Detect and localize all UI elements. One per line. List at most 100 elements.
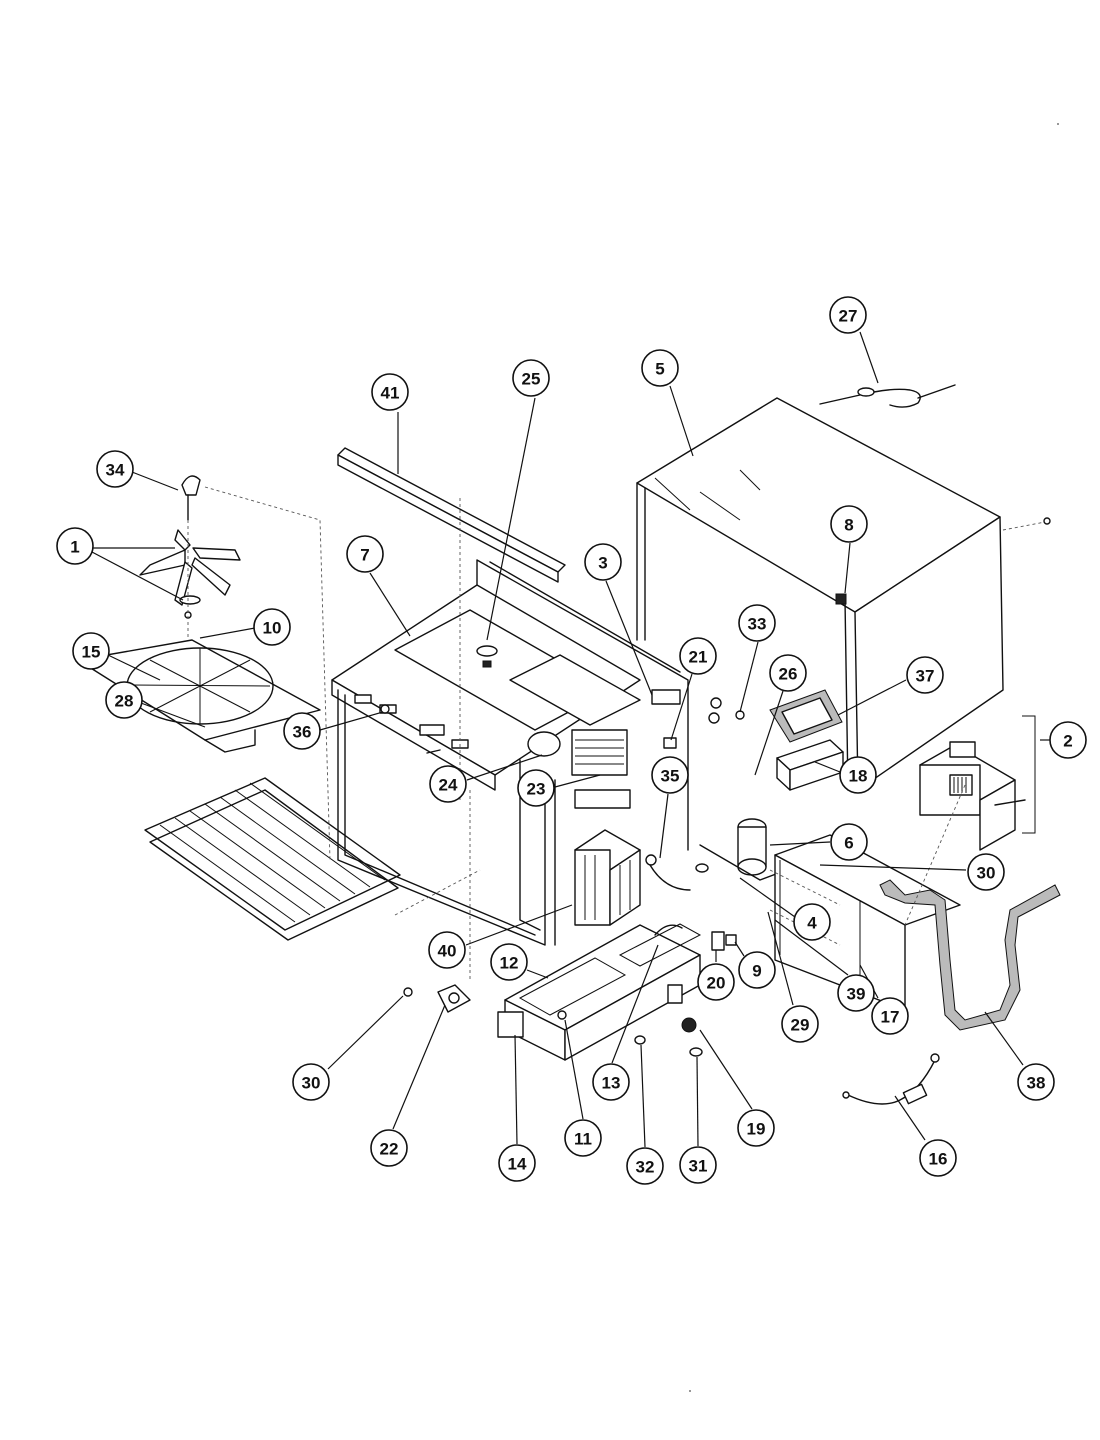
callout-circle xyxy=(292,1063,330,1101)
callout-number: 37 xyxy=(916,667,935,686)
callout-circle xyxy=(370,1129,408,1167)
callout-30: 30 xyxy=(967,853,1005,891)
callout-circle xyxy=(738,604,776,642)
callout-number: 38 xyxy=(1027,1074,1046,1093)
callout-circle xyxy=(429,765,467,803)
callout-22: 22 xyxy=(370,1129,408,1167)
callout-number: 40 xyxy=(438,942,457,961)
callout-33: 33 xyxy=(738,604,776,642)
callout-number: 35 xyxy=(661,767,680,786)
callout-circle xyxy=(641,349,679,387)
callout-number: 33 xyxy=(748,615,767,634)
callout-32: 32 xyxy=(626,1147,664,1185)
callout-19: 19 xyxy=(737,1109,775,1147)
callout-number: 7 xyxy=(360,546,369,565)
callout-36: 36 xyxy=(283,712,321,750)
callout-number: 4 xyxy=(807,914,817,933)
callout-circle xyxy=(490,943,528,981)
callout-number: 18 xyxy=(849,767,868,786)
callout-number: 5 xyxy=(655,360,664,379)
callout-34: 34 xyxy=(96,450,134,488)
callout-10: 10 xyxy=(253,608,291,646)
callout-number: 27 xyxy=(839,307,858,326)
callout-13: 13 xyxy=(592,1063,630,1101)
callout-circle xyxy=(498,1144,536,1182)
callout-circle xyxy=(793,903,831,941)
callout-21: 21 xyxy=(679,637,717,675)
callout-circle xyxy=(839,756,877,794)
callout-12: 12 xyxy=(490,943,528,981)
callout-circle xyxy=(253,608,291,646)
callout-circle xyxy=(919,1139,957,1177)
callout-circle xyxy=(564,1119,602,1157)
filter xyxy=(776,739,844,791)
callout-circle xyxy=(651,756,689,794)
callout-number: 17 xyxy=(881,1008,900,1027)
callout-circle xyxy=(1017,1063,1055,1101)
callout-number: 36 xyxy=(293,723,312,742)
callout-circle xyxy=(906,656,944,694)
callout-37: 37 xyxy=(906,656,944,694)
callout-8: 8 xyxy=(830,505,868,543)
callout-18: 18 xyxy=(839,756,877,794)
callout-number: 11 xyxy=(574,1130,592,1149)
callout-number: 30 xyxy=(302,1074,321,1093)
callout-3: 3 xyxy=(584,543,622,581)
callout-number: 31 xyxy=(689,1157,708,1176)
callout-number: 24 xyxy=(439,776,458,795)
callout-circle xyxy=(697,963,735,1001)
callout-circle xyxy=(346,535,384,573)
callout-circle xyxy=(283,712,321,750)
leader-lines xyxy=(91,331,1050,1148)
callout-14: 14 xyxy=(498,1144,536,1182)
capacitor xyxy=(699,818,801,881)
callout-circle xyxy=(517,769,555,807)
callout-circle xyxy=(738,951,776,989)
callout-number: 2 xyxy=(1063,732,1072,751)
fan-motor-assembly xyxy=(919,715,1036,851)
callout-17: 17 xyxy=(871,997,909,1035)
callout-6: 6 xyxy=(830,823,868,861)
callout-circle xyxy=(1049,721,1087,759)
callout-25: 25 xyxy=(512,359,550,397)
callout-number: 29 xyxy=(791,1016,810,1035)
callout-23: 23 xyxy=(517,769,555,807)
callout-circle xyxy=(626,1147,664,1185)
callout-number: 9 xyxy=(752,962,761,981)
callout-38: 38 xyxy=(1017,1063,1055,1101)
callout-circle xyxy=(871,997,909,1035)
callout-39: 39 xyxy=(837,974,875,1012)
thermal-probe xyxy=(819,384,956,408)
callout-circle xyxy=(829,296,867,334)
callout-number: 21 xyxy=(689,648,708,667)
callout-number: 12 xyxy=(500,954,519,973)
callout-number: 28 xyxy=(115,692,134,711)
outer-cabinet xyxy=(636,397,1051,791)
callout-circle xyxy=(105,681,143,719)
power-cord xyxy=(842,1053,940,1105)
callout-24: 24 xyxy=(429,765,467,803)
gasket xyxy=(769,689,843,743)
callout-11: 11 xyxy=(564,1119,602,1157)
callout-28: 28 xyxy=(105,681,143,719)
callout-circle xyxy=(679,1146,717,1184)
main-chassis xyxy=(331,559,689,946)
callout-circle xyxy=(56,527,94,565)
callout-35: 35 xyxy=(651,756,689,794)
callout-number: 16 xyxy=(929,1150,948,1169)
callout-number: 19 xyxy=(747,1120,766,1139)
callout-number: 6 xyxy=(844,834,853,853)
callout-number: 23 xyxy=(527,780,546,799)
part-callouts: 1234567891011121314151617181920212223242… xyxy=(56,296,1087,1185)
callout-number: 13 xyxy=(602,1074,621,1093)
callout-circle xyxy=(781,1005,819,1043)
callout-circle xyxy=(96,450,134,488)
callout-41: 41 xyxy=(371,373,409,411)
base-tray xyxy=(497,923,731,1061)
callout-circle xyxy=(428,931,466,969)
callout-number: 32 xyxy=(636,1158,655,1177)
callout-number: 3 xyxy=(598,554,607,573)
callout-number: 26 xyxy=(779,665,798,684)
callout-1: 1 xyxy=(56,527,94,565)
